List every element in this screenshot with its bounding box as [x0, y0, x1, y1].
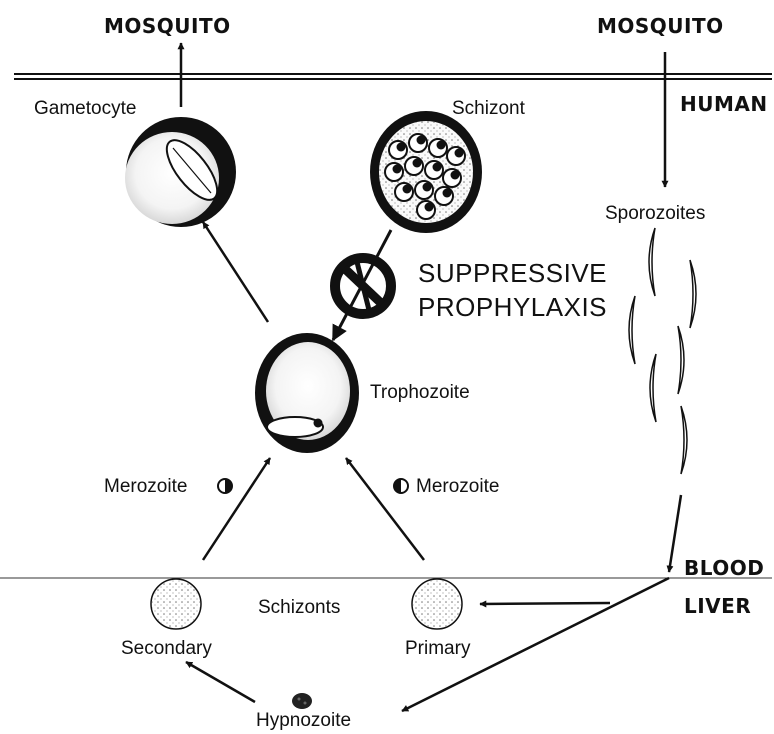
merozoite-nucleus	[455, 149, 464, 158]
human-boundary-line	[14, 74, 772, 79]
sporozoite	[678, 326, 684, 394]
arrow-sporozoites-to-blood	[669, 495, 681, 572]
gametocyte-cell	[125, 117, 236, 227]
sporozoite	[690, 260, 696, 328]
merozoite-nucleus	[397, 143, 406, 152]
schizonts-label: Schizonts	[258, 597, 340, 619]
hypnozoite-icon	[292, 693, 312, 709]
merozoite-nucleus	[443, 189, 452, 198]
schizont-label: Schizont	[452, 98, 525, 120]
merozoite-nucleus	[437, 141, 446, 150]
no-entry-icon	[333, 230, 391, 340]
merozoite-left-label: Merozoite	[104, 476, 187, 498]
secondary-label: Secondary	[121, 638, 212, 660]
merozoite-nucleus	[417, 136, 426, 145]
human-label: HUMAN	[680, 92, 768, 116]
arrow-secondary-to-trophozoite	[203, 458, 270, 560]
top-right-mosquito-label: MOSQUITO	[597, 14, 724, 38]
primary-label: Primary	[405, 638, 470, 660]
merozoite-nucleus	[403, 185, 412, 194]
sporozoite	[681, 406, 687, 474]
trophozoite-label: Trophozoite	[370, 382, 470, 404]
merozoite-right-label: Merozoite	[416, 476, 499, 498]
merozoite-nucleus	[413, 159, 422, 168]
schizont-cell	[370, 111, 482, 233]
sporozoite	[649, 228, 655, 296]
sporozoite	[650, 354, 656, 422]
prophylaxis-line: PROPHYLAXIS	[418, 290, 607, 324]
arrow-primary-to-trophozoite	[346, 458, 424, 560]
trophozoite-cell	[255, 333, 359, 453]
hypnozoite-label: Hypnozoite	[256, 710, 351, 732]
sporozoites-group	[629, 228, 696, 474]
arrow-trophozoite-to-gametocyte	[203, 222, 268, 322]
suppressive-prophylaxis-label: SUPPRESSIVE PROPHYLAXIS	[418, 256, 607, 324]
gametocyte-label: Gametocyte	[34, 98, 136, 120]
merozoite-nucleus	[425, 203, 434, 212]
sporozoite	[629, 296, 635, 364]
sporozoites-label: Sporozoites	[605, 203, 705, 225]
blood-label: BLOOD	[684, 556, 764, 580]
top-left-mosquito-label: MOSQUITO	[104, 14, 231, 38]
merozoite-nucleus	[433, 163, 442, 172]
arrow-to-primary	[480, 603, 610, 604]
merozoite-left-icon	[218, 479, 232, 493]
merozoite-nucleus	[423, 183, 432, 192]
suppressive-line: SUPPRESSIVE	[418, 256, 607, 290]
merozoite-right-icon	[394, 479, 408, 493]
arrow-hypnozoite-to-secondary	[186, 662, 255, 702]
primary-liver-schizont	[412, 579, 462, 629]
merozoite-nucleus	[451, 171, 460, 180]
merozoite-nucleus	[393, 165, 402, 174]
liver-label: LIVER	[684, 594, 751, 618]
secondary-liver-schizont	[151, 579, 201, 629]
